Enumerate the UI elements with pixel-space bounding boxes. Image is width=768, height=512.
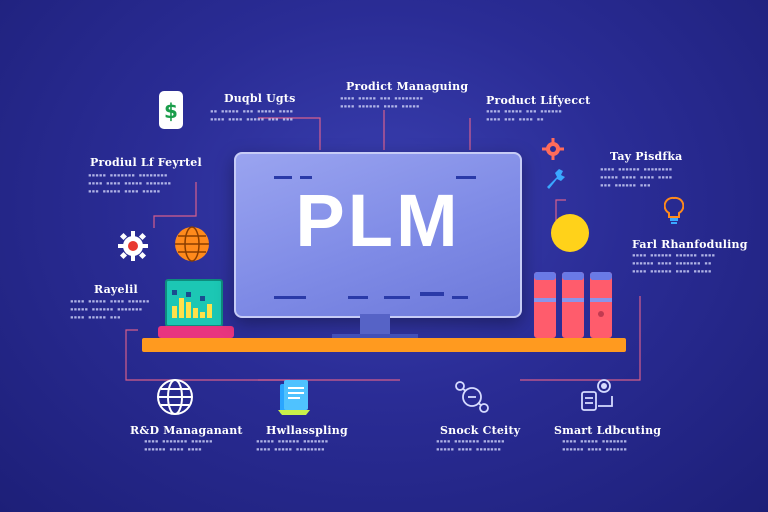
monitor-dash	[348, 296, 368, 299]
document-icon	[276, 378, 312, 416]
process-icon	[452, 378, 492, 416]
monitor-dash	[384, 296, 410, 299]
monitor-dash	[452, 296, 468, 299]
product-managing-label: Prodict Managuing	[346, 80, 469, 93]
smart-lubricating-text: ▪▪▪▪ ▪▪▪▪▪ ▪▪▪▪▪▪▪ ▪▪▪▪▪▪ ▪▪▪▪ ▪▪▪▪▪▪	[562, 438, 628, 453]
fast-manufacturing-text: ▪▪▪▪ ▪▪▪▪▪▪ ▪▪▪▪▪▪ ▪▪▪▪ ▪▪▪▪▪▪ ▪▪▪▪ ▪▪▪▪…	[632, 252, 716, 275]
rd-management-label: R&D Managanant	[130, 424, 243, 437]
digital-rights-label: Duqbl Ugts	[224, 92, 296, 105]
lightbulb-icon	[663, 196, 685, 226]
dollar-icon: $	[158, 90, 184, 130]
smart-clarity-label: Snock Cteity	[440, 424, 521, 437]
gear-icon	[117, 230, 149, 262]
books-icon	[532, 268, 614, 340]
monitor-dash	[300, 176, 312, 179]
rd-management-text: ▪▪▪▪ ▪▪▪▪▪▪▪ ▪▪▪▪▪▪ ▪▪▪▪▪▪ ▪▪▪▪ ▪▪▪▪	[144, 438, 213, 453]
fast-manufacturing-label: Farl Rhanfoduling	[632, 238, 748, 251]
bar-chart-icon	[158, 278, 234, 340]
royalty-label: Rayelil	[94, 283, 138, 296]
product-lifecycle-top-label: Product Lifyecct	[486, 94, 591, 107]
product-lifecycle-left-text: ▪▪▪▪▪ ▪▪▪▪▪▪▪ ▪▪▪▪▪▪▪▪ ▪▪▪▪ ▪▪▪▪ ▪▪▪▪▪ ▪…	[88, 172, 172, 195]
network-globe-icon	[156, 378, 194, 416]
monitor-base	[332, 334, 418, 340]
gear-icon	[542, 138, 564, 160]
svg-text:$: $	[164, 99, 178, 123]
monitor-dash	[274, 296, 306, 299]
toy-profiles-text: ▪▪▪▪ ▪▪▪▪▪▪ ▪▪▪▪▪▪▪▪ ▪▪▪▪▪ ▪▪▪▪ ▪▪▪▪ ▪▪▪…	[600, 166, 673, 189]
mapping-label: Hwllasspling	[266, 424, 348, 437]
monitor-dash	[456, 176, 476, 179]
globe-icon	[174, 226, 210, 262]
wrench-icon	[544, 168, 566, 190]
monitor-stand	[360, 314, 390, 336]
product-lifecycle-top-text: ▪▪▪▪ ▪▪▪▪▪ ▪▪▪ ▪▪▪▪▪▪ ▪▪▪▪ ▪▪▪ ▪▪▪▪ ▪▪	[486, 108, 562, 123]
monitor-dash	[274, 176, 292, 179]
product-managing-text: ▪▪▪▪ ▪▪▪▪▪ ▪▪▪ ▪▪▪▪▪▪▪▪ ▪▪▪▪ ▪▪▪▪▪▪ ▪▪▪▪…	[340, 95, 424, 110]
smart-clarity-text: ▪▪▪▪ ▪▪▪▪▪▪▪ ▪▪▪▪▪▪ ▪▪▪▪▪ ▪▪▪▪ ▪▪▪▪▪▪▪	[436, 438, 505, 453]
workflow-icon	[578, 376, 618, 416]
shelf	[142, 338, 626, 352]
mapping-text: ▪▪▪▪▪ ▪▪▪▪▪▪ ▪▪▪▪▪▪▪ ▪▪▪▪ ▪▪▪▪▪ ▪▪▪▪▪▪▪▪	[256, 438, 329, 453]
monitor-dash	[420, 292, 444, 296]
royalty-text: ▪▪▪▪ ▪▪▪▪▪ ▪▪▪▪ ▪▪▪▪▪▪ ▪▪▪▪▪ ▪▪▪▪▪▪ ▪▪▪▪…	[70, 298, 150, 321]
plm-monitor: PLM	[234, 152, 522, 318]
smart-lubricating-label: Smart Ldbcuting	[554, 424, 662, 437]
toy-profiles-label: Tay Pisdfka	[610, 150, 683, 163]
digital-rights-text: ▪▪ ▪▪▪▪▪ ▪▪▪ ▪▪▪▪▪ ▪▪▪▪ ▪▪▪▪ ▪▪▪▪ ▪▪▪▪▪ …	[210, 108, 294, 123]
plm-title: PLM	[295, 179, 461, 262]
product-lifecycle-left-label: Prodiul Lf Feyrtel	[90, 156, 202, 169]
sun-icon	[551, 214, 589, 252]
